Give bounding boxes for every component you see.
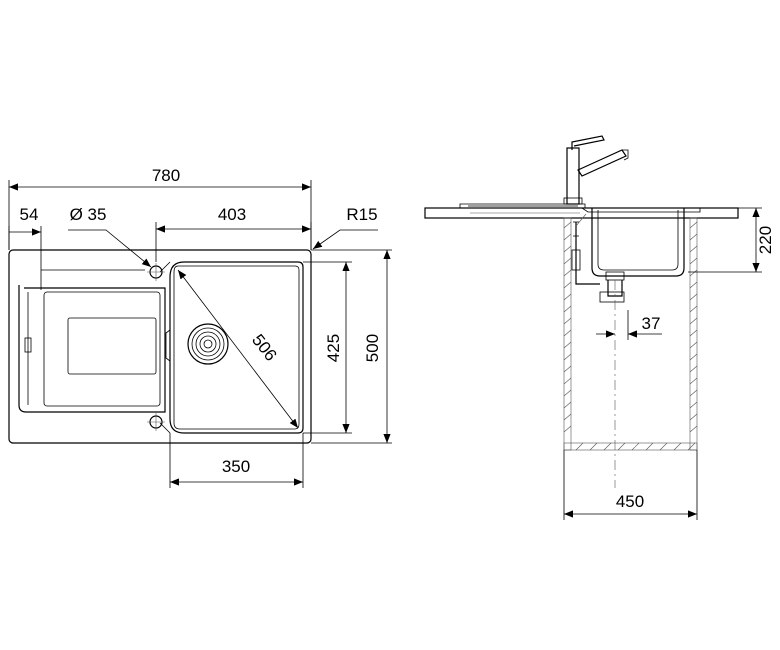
dim-overall-width: 780 <box>152 166 180 185</box>
worktop <box>424 203 739 219</box>
sink-outline <box>8 249 312 444</box>
bowl-outline <box>159 261 304 434</box>
tap-hole-bottom <box>147 413 165 431</box>
dim-bowl-offset: 403 <box>218 205 246 224</box>
top-view: 780 54 Ø 35 403 R15 506 425 500 350 <box>8 166 392 488</box>
kitchen-tap <box>563 135 629 205</box>
waste-trap <box>571 213 625 303</box>
side-view: 220 37 450 <box>424 135 775 520</box>
dim-bowl-depth: 425 <box>324 334 343 362</box>
drain-strainer <box>187 323 229 365</box>
bowl-section <box>591 207 688 277</box>
dim-bowl-width: 350 <box>222 457 250 476</box>
dim-waste-offset: 37 <box>642 314 661 333</box>
dim-tap-hole: Ø 35 <box>70 205 107 224</box>
dim-drainer-offset: 54 <box>20 205 39 224</box>
cabinet <box>563 217 698 451</box>
drainer-board <box>18 285 166 413</box>
dim-corner-radius: R15 <box>346 205 377 224</box>
dim-bowl-height: 220 <box>756 226 775 254</box>
tap-hole-top <box>147 263 165 281</box>
dim-overall-depth: 500 <box>363 334 382 362</box>
dim-bowl-diagonal: 506 <box>248 331 280 365</box>
dim-cabinet-width: 450 <box>616 492 644 511</box>
